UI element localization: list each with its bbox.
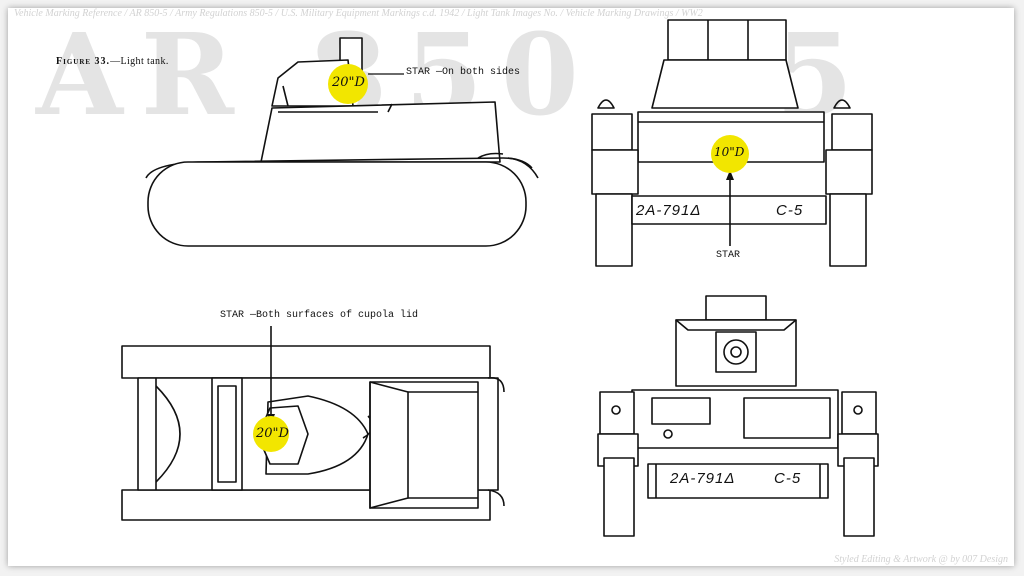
figure-caption: Figure 33.—Light tank. [56,56,169,67]
side-star-marker [328,64,368,104]
tank-front-view [597,295,879,537]
front-unit-code: C-5 [774,470,802,487]
header-credit: Vehicle Marking Reference / AR 850-5 / A… [14,8,703,19]
rear-star-size: 10"D [714,145,745,159]
tank-drawings [121,19,879,537]
front-registration-number: 2A-791Δ [670,470,736,487]
top-star-size: 20"D [256,426,289,441]
side-star-annotation: STAR —On both sides [406,67,521,78]
top-star-marker [253,416,289,452]
top-star-annotation: STAR —Both surfaces of cupola lid [220,310,419,321]
figure-label: Figure 33. [56,56,111,67]
tank-rear-view [591,19,873,267]
star-markers [253,64,749,452]
rear-unit-code: C-5 [776,202,804,219]
rear-star-marker [711,135,749,173]
tank-top-view [121,326,505,521]
side-star-size: 20"D [332,75,365,90]
rear-star-annotation: STAR [716,250,741,261]
tank-side-view [145,37,539,247]
footer-credit: Styled Editing & Artwork @ by 007 Design [834,554,1008,565]
figure-frame: AR 850 - 5 Vehicle Marking Reference / A… [8,8,1014,566]
figure-title: —Light tank. [110,56,169,67]
rear-registration-number: 2A-791Δ [636,202,702,219]
